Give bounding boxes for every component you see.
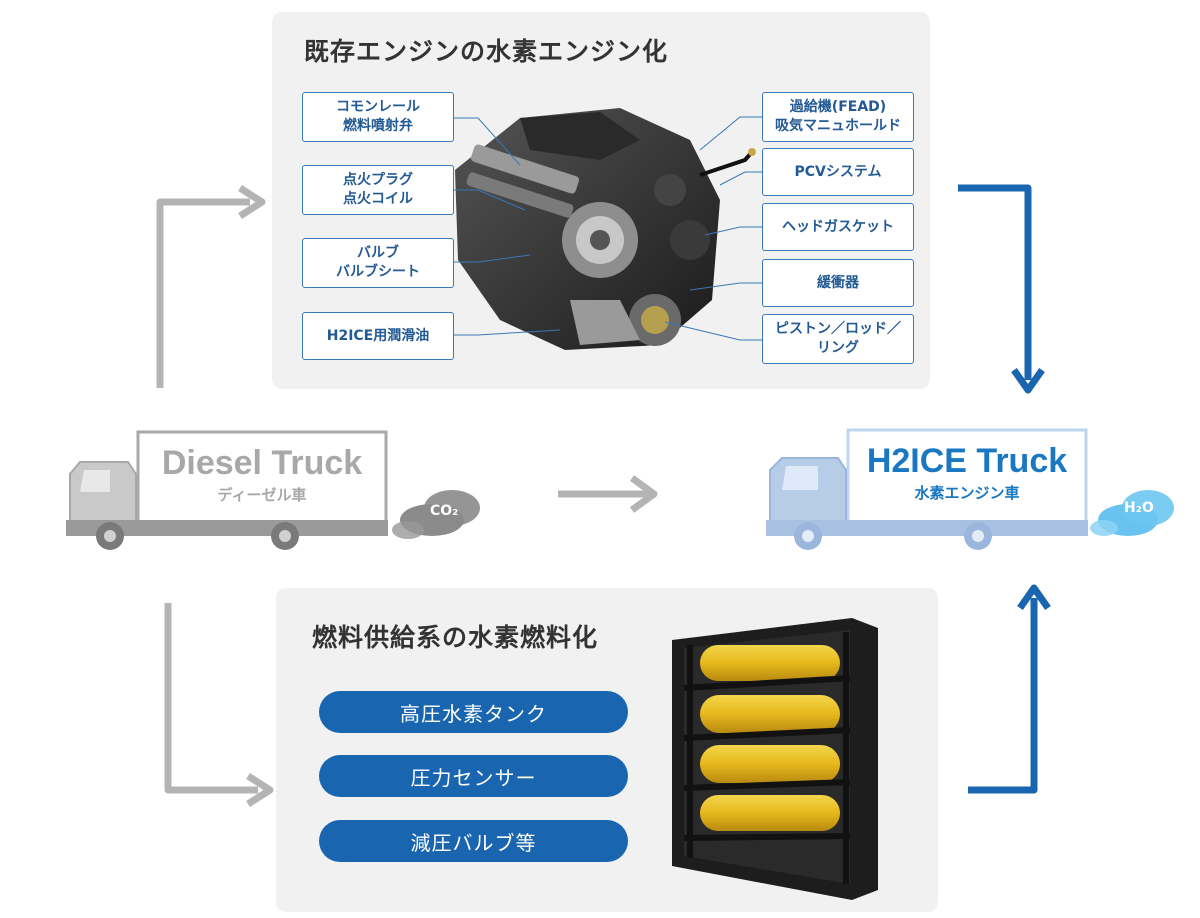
arrow-engine-to-h2ice	[958, 184, 1045, 394]
arrow-down-to-fuel	[164, 603, 274, 807]
label-valve: バルブ バルブシート	[302, 238, 454, 288]
h2ice-truck-title: H2ICE Truck	[866, 442, 1068, 480]
co2-label: CO₂	[430, 503, 459, 519]
engine-section-title: 既存エンジンの水素エンジン化	[304, 37, 669, 66]
diesel-truck-title: Diesel Truck	[161, 444, 363, 482]
label-piston-rod-ring: ピストン／ロッド／ リング	[762, 314, 914, 364]
arrow-center	[558, 475, 658, 513]
diesel-truck-image	[66, 430, 480, 550]
label-common-rail: コモンレール 燃料噴射弁	[302, 92, 454, 142]
pill-pressure-sensor: 圧力センサー	[319, 755, 628, 797]
arrow-fuel-to-h2ice	[968, 584, 1051, 794]
fuel-section-title: 燃料供給系の水素燃料化	[312, 623, 599, 652]
label-spark-plug: 点火プラグ 点火コイル	[302, 165, 454, 215]
h2o-label: H₂O	[1124, 500, 1154, 516]
label-damper: 緩衝器	[762, 259, 914, 307]
pill-hydrogen-tank: 高圧水素タンク	[319, 691, 628, 733]
h2ice-truck-subtitle: 水素エンジン車	[914, 484, 1020, 502]
engine-image	[455, 108, 756, 350]
label-pcv-system: PCVシステム	[762, 148, 914, 196]
label-turbo-fead: 過給機(FEAD) 吸気マニュホールド	[762, 92, 914, 142]
label-lubricant: H2ICE用潤滑油	[302, 312, 454, 360]
h2ice-truck-image	[766, 428, 1174, 550]
pill-pressure-reducer: 減圧バルブ等	[319, 820, 628, 862]
hydrogen-tank-rack-image	[672, 618, 878, 900]
diesel-truck-subtitle: ディーゼル車	[217, 486, 307, 504]
label-head-gasket: ヘッドガスケット	[762, 203, 914, 251]
leader-lines	[454, 116, 762, 341]
arrow-up-to-engine	[156, 185, 266, 388]
